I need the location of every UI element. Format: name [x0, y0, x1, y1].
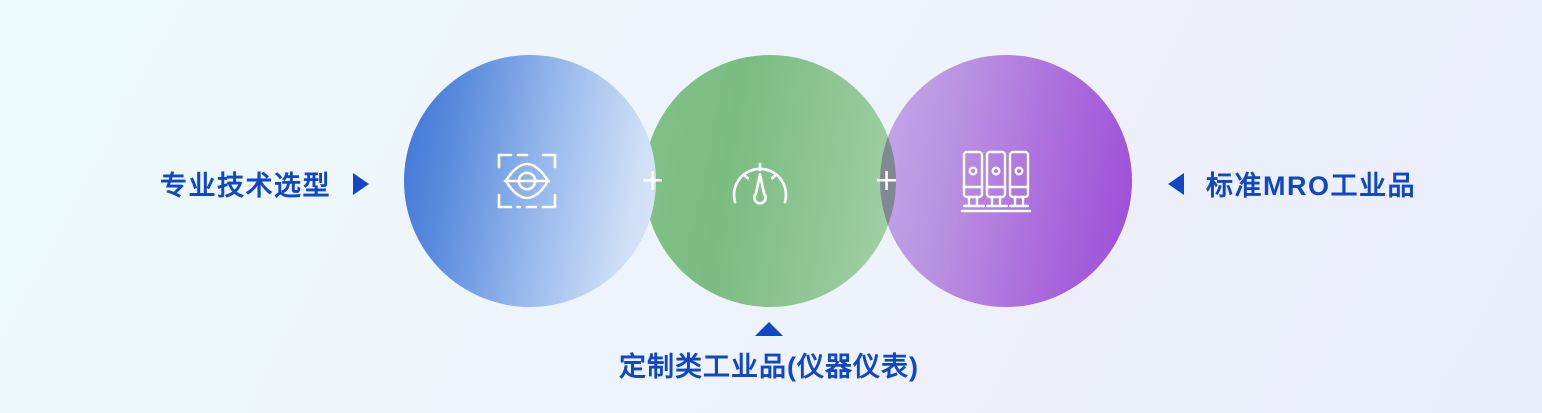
- triangle-up-icon: [755, 322, 783, 336]
- right-label-group: 标准MRO工业品: [1168, 164, 1416, 203]
- plus-operator-first: +: [640, 163, 666, 198]
- right-label-text: 标准MRO工业品: [1206, 171, 1416, 201]
- circle-purple: [880, 55, 1132, 307]
- triangle-right-icon: [353, 172, 369, 195]
- left-label-group: 专业技术选型: [160, 164, 369, 203]
- circle-blue: [404, 55, 656, 307]
- circle-green: [644, 55, 896, 307]
- plus-operator-second: +: [874, 163, 900, 198]
- bottom-label-text: 定制类工业品(仪器仪表): [619, 352, 919, 382]
- triangle-left-icon: [1168, 172, 1184, 195]
- bottom-label-group: 定制类工业品(仪器仪表): [0, 322, 1542, 384]
- left-label-text: 专业技术选型: [160, 171, 331, 201]
